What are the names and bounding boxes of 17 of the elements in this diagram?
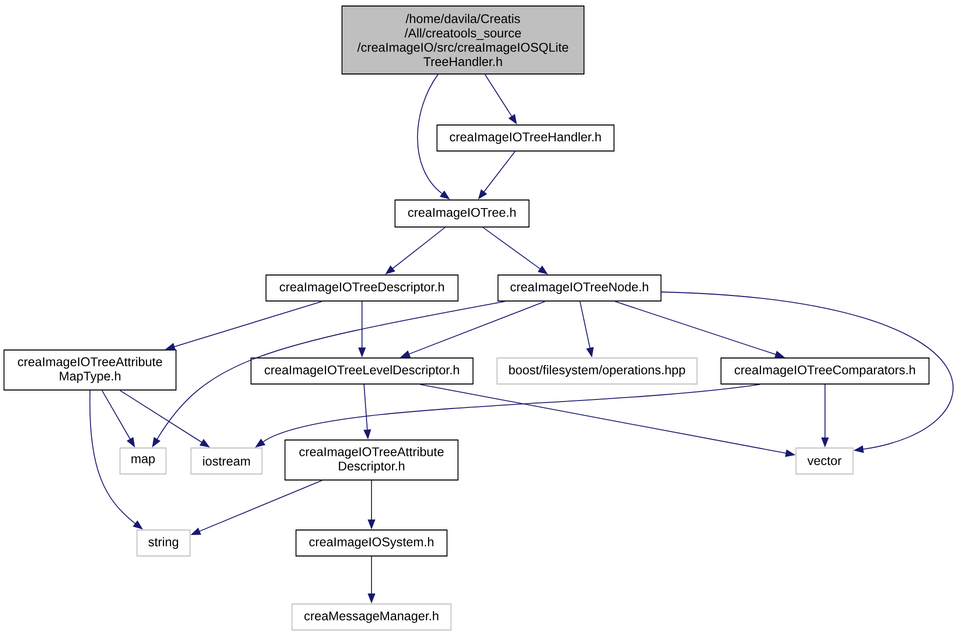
arrow bbox=[661, 292, 954, 453]
file-box: map bbox=[120, 448, 166, 474]
file-box: creaImageIOTreeComparators.h bbox=[720, 358, 930, 384]
file-box: boost/filesystem/operations.hpp bbox=[496, 358, 698, 384]
file-box: creaImageIOTreeLevelDescriptor.h bbox=[250, 358, 474, 384]
file-box: creaMessageManager.h bbox=[292, 604, 452, 630]
file-box: vector bbox=[796, 448, 854, 474]
file-box: creaImageIOTree.h bbox=[394, 200, 530, 228]
file-box: creaImageIOTreeNode.h bbox=[498, 274, 662, 302]
file-box: iostream bbox=[190, 448, 262, 474]
file-box: string bbox=[136, 530, 190, 556]
file-box: creaImageIOTreeDescriptor.h bbox=[266, 274, 458, 302]
file-box: creaImageIOTreeAttribute MapType.h bbox=[4, 350, 176, 390]
file-box: creaImageIOSystem.h bbox=[296, 530, 448, 556]
file-box: /home/davila/Creatis /All/creatools_source /creaImageIO/src/creaImageIOSQLite TreeHandler.h bbox=[342, 6, 584, 74]
file-box: creaImageIOTreeHandler.h bbox=[436, 124, 614, 152]
file-box: creaImageIOTreeAttribute Descriptor.h bbox=[284, 440, 458, 480]
